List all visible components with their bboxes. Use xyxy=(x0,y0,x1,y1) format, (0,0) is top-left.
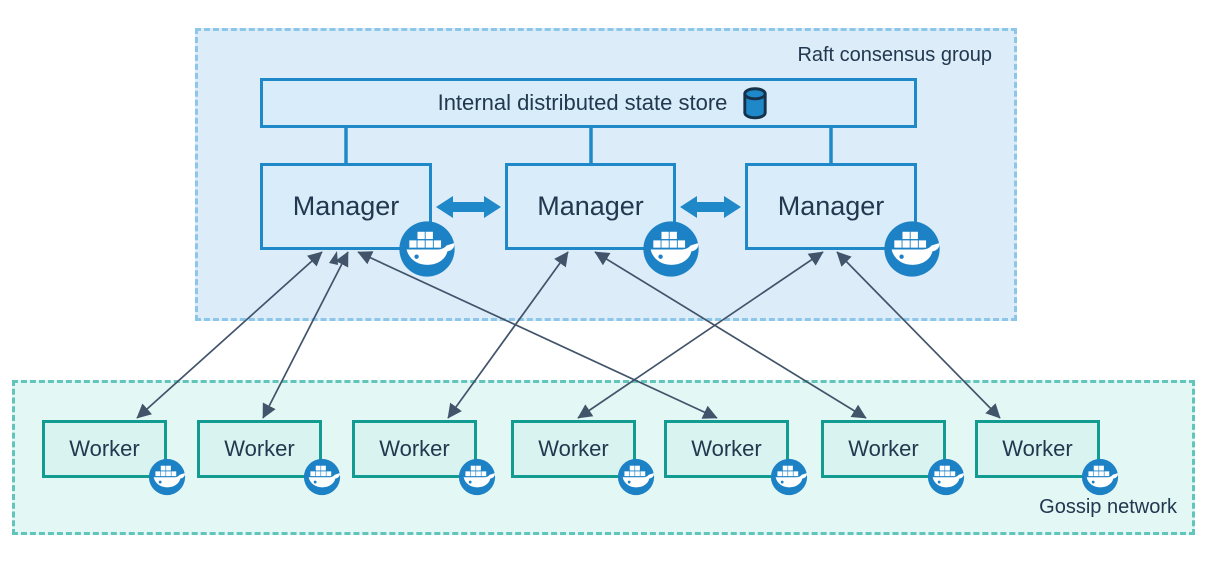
manager-label: Manager xyxy=(777,191,885,221)
database-icon xyxy=(741,87,769,120)
state-store-label: Internal distributed state store xyxy=(437,90,728,115)
docker-whale-icon xyxy=(770,458,808,496)
docker-whale-icon xyxy=(642,220,700,278)
worker-label: Worker xyxy=(848,436,919,461)
worker-box-4: Worker xyxy=(511,420,636,478)
worker-box-7: Worker xyxy=(975,420,1100,478)
docker-whale-icon xyxy=(398,220,456,278)
worker-box-1: Worker xyxy=(42,420,167,478)
raft-group-label: Raft consensus group xyxy=(797,44,992,66)
docker-whale-icon xyxy=(883,220,941,278)
manager-label: Manager xyxy=(292,191,400,221)
docker-whale-icon xyxy=(458,458,496,496)
worker-box-5: Worker xyxy=(664,420,789,478)
worker-label: Worker xyxy=(69,436,140,461)
manager-label: Manager xyxy=(537,191,644,221)
worker-label: Worker xyxy=(691,436,762,461)
docker-whale-icon xyxy=(1081,458,1119,496)
worker-box-6: Worker xyxy=(821,420,946,478)
worker-label: Worker xyxy=(1002,436,1073,461)
worker-label: Worker xyxy=(224,436,295,461)
worker-box-2: Worker xyxy=(197,420,322,478)
docker-whale-icon xyxy=(303,458,341,496)
docker-whale-icon xyxy=(927,458,965,496)
docker-whale-icon xyxy=(148,458,186,496)
worker-label: Worker xyxy=(379,436,450,461)
gossip-network-label: Gossip network xyxy=(1039,496,1177,518)
state-store-box: Internal distributed state store xyxy=(260,78,917,128)
docker-whale-icon xyxy=(617,458,655,496)
worker-label: Worker xyxy=(538,436,609,461)
worker-box-3: Worker xyxy=(352,420,477,478)
